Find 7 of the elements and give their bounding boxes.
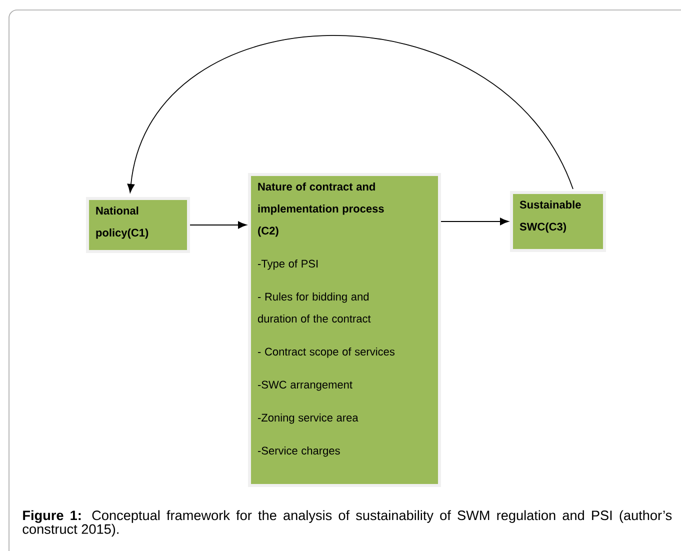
- concept-box: Sustainable SWC(C3): [510, 191, 606, 252]
- arrow: [190, 221, 247, 229]
- concept-box: Nature of contract and implementation process (C2) -Type of PSI - Rules for bidding and duration of the contract - Contract scope of services -SWC arrangement -Zoning service area -Service charges: [248, 173, 441, 487]
- arrow: [127, 34, 574, 193]
- concept-box: National policy(C1): [86, 197, 190, 253]
- figure-caption: Figure 1: Conceptual framework for the analysis of sustainability of SWM regulation and PSI (author’s construct 2015).: [22, 510, 672, 537]
- arrow: [440, 218, 509, 226]
